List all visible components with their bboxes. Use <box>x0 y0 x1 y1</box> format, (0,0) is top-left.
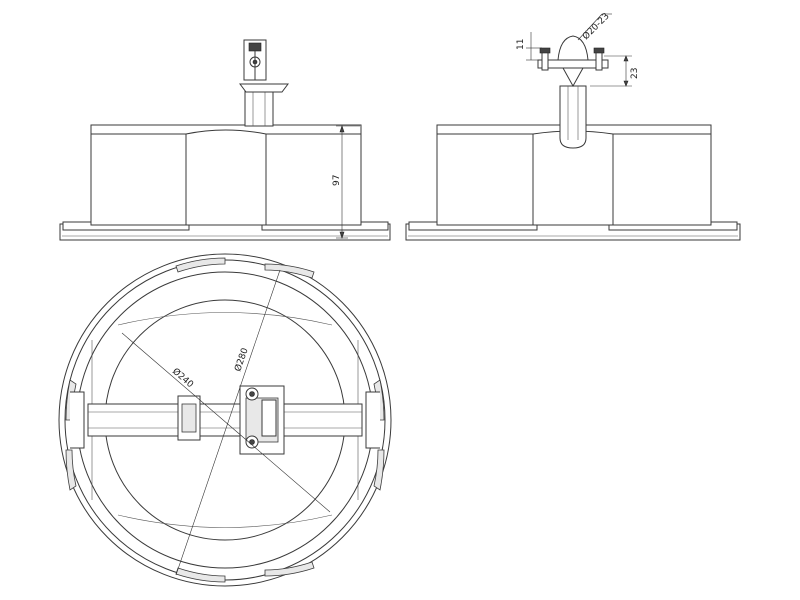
dim-pipe-diameter: Ø20-23 <box>580 11 611 42</box>
plan-view: Ø240 Ø280 <box>58 253 392 587</box>
side-view-left: 97 <box>59 39 391 241</box>
dim-clamp-offset: 23 <box>630 68 640 79</box>
dim-height: 97 <box>332 175 342 186</box>
dim-clamp-height: 11 <box>516 39 526 50</box>
side-view-right: 11 23 Ø20-23 <box>405 11 741 241</box>
